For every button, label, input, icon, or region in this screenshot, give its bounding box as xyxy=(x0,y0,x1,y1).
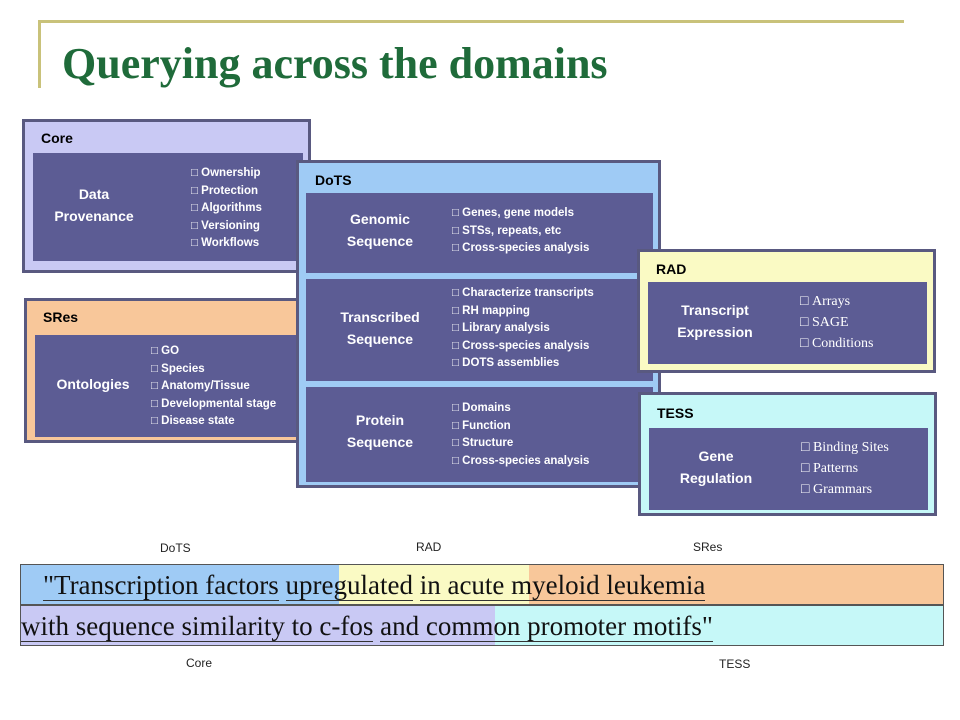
rad-label: RAD xyxy=(656,261,687,277)
genomic-sequence-box: Genomic Sequence Genes, gene models STSs… xyxy=(306,193,653,273)
tess-panel: TESS Gene Regulation Binding Sites Patte… xyxy=(638,392,937,516)
list-item: Cross-species analysis xyxy=(452,240,589,258)
query-tag-dots: DoTS xyxy=(160,541,191,555)
transcript-expression-title: Transcript Expression xyxy=(677,302,753,340)
list-item: Workflows xyxy=(191,235,262,253)
protein-sequence-title: Protein Sequence xyxy=(346,412,414,450)
dots-panel: DoTS Genomic Sequence Genes, gene models… xyxy=(296,160,661,488)
list-item: Disease state xyxy=(151,413,276,431)
genomic-sequence-title: Genomic Sequence xyxy=(346,211,414,249)
sres-label: SRes xyxy=(43,309,79,325)
query-text-line-2: with sequence similarity to c-fos and co… xyxy=(21,606,713,647)
transcribed-sequence-items: Characterize transcripts RH mapping Libr… xyxy=(452,285,594,373)
genomic-sequence-items: Genes, gene models STSs, repeats, etc Cr… xyxy=(452,205,589,258)
query-tag-core: Core xyxy=(186,656,213,670)
query-line-1: "Transcription factors upregulated in ac… xyxy=(20,564,944,605)
list-item: Versioning xyxy=(191,218,262,236)
query-tag-tess: TESS xyxy=(719,657,751,671)
sres-panel: SRes Ontologies GO Species Anatomy/Tissu… xyxy=(24,298,311,443)
list-item: Genes, gene models xyxy=(452,205,589,223)
query-tag-sres: SRes xyxy=(693,540,723,554)
query-text-line-1: "Transcription factors upregulated in ac… xyxy=(43,565,706,606)
slide-title: Querying across the domains xyxy=(62,39,608,88)
list-item: GO xyxy=(151,343,276,361)
query-line-2: with sequence similarity to c-fos and co… xyxy=(20,605,944,646)
list-item: Algorithms xyxy=(191,200,262,218)
data-provenance-title: Data Provenance xyxy=(54,186,134,224)
core-panel: Core Data Provenance Ownership Protectio… xyxy=(22,119,311,273)
transcript-expression-box: Transcript Expression Arrays SAGE Condit… xyxy=(648,282,927,364)
query-segment-dots xyxy=(21,565,339,604)
transcribed-sequence-box: Transcribed Sequence Characterize transc… xyxy=(306,279,653,381)
query-segment-sres xyxy=(529,565,943,604)
list-item: Protection xyxy=(191,183,262,201)
list-item: Species xyxy=(151,361,276,379)
transcript-expression-items: Arrays SAGE Conditions xyxy=(800,291,873,354)
list-item: Function xyxy=(452,418,589,436)
list-item: Grammars xyxy=(801,479,889,500)
query-segment-tess xyxy=(495,606,943,645)
list-item: Arrays xyxy=(800,291,873,312)
list-item: SAGE xyxy=(800,312,873,333)
list-item: Ownership xyxy=(191,165,262,183)
list-item: Cross-species analysis xyxy=(452,453,589,471)
title-accent-horizontal xyxy=(38,20,904,23)
query-phrase-leukemia: in acute myeloid leukemia xyxy=(419,570,706,601)
query-phrase-promoter-motifs: and common promoter motifs" xyxy=(380,611,713,642)
list-item: Characterize transcripts xyxy=(452,285,594,303)
rad-panel: RAD Transcript Expression Arrays SAGE Co… xyxy=(637,249,936,373)
gene-regulation-box: Gene Regulation Binding Sites Patterns G… xyxy=(649,428,928,510)
list-item: Library analysis xyxy=(452,320,594,338)
ontologies-box: Ontologies GO Species Anatomy/Tissue Dev… xyxy=(35,335,303,437)
list-item: DOTS assemblies xyxy=(452,355,594,373)
query-segment-rad xyxy=(339,565,529,604)
list-item: Structure xyxy=(452,435,589,453)
gene-regulation-items: Binding Sites Patterns Grammars xyxy=(801,437,889,500)
list-item: Binding Sites xyxy=(801,437,889,458)
query-tag-rad: RAD xyxy=(416,540,442,554)
list-item: Domains xyxy=(452,400,589,418)
tess-label: TESS xyxy=(657,405,694,421)
protein-sequence-items: Domains Function Structure Cross-species… xyxy=(452,400,589,470)
list-item: Conditions xyxy=(800,333,873,354)
list-item: Cross-species analysis xyxy=(452,338,594,356)
list-item: STSs, repeats, etc xyxy=(452,223,589,241)
query-phrase-c-fos: with sequence similarity to c-fos xyxy=(21,611,374,642)
list-item: RH mapping xyxy=(452,303,594,321)
gene-regulation-title: Gene Regulation xyxy=(679,448,753,486)
data-provenance-box: Data Provenance Ownership Protection Alg… xyxy=(33,153,303,261)
core-label: Core xyxy=(41,130,73,146)
ontologies-items: GO Species Anatomy/Tissue Developmental … xyxy=(151,343,276,431)
data-provenance-items: Ownership Protection Algorithms Versioni… xyxy=(191,165,262,253)
query-phrase-upregulated: upregulated xyxy=(285,570,413,601)
ontologies-title: Ontologies xyxy=(56,376,130,392)
protein-sequence-box: Protein Sequence Domains Function Struct… xyxy=(306,387,653,482)
list-item: Anatomy/Tissue xyxy=(151,378,276,396)
query-segment-core xyxy=(21,606,495,645)
query-phrase-transcription-factors: "Transcription factors xyxy=(43,570,279,601)
list-item: Patterns xyxy=(801,458,889,479)
title-accent-vertical xyxy=(38,20,41,88)
transcribed-sequence-title: Transcribed Sequence xyxy=(340,309,420,347)
dots-label: DoTS xyxy=(315,172,352,188)
list-item: Developmental stage xyxy=(151,396,276,414)
